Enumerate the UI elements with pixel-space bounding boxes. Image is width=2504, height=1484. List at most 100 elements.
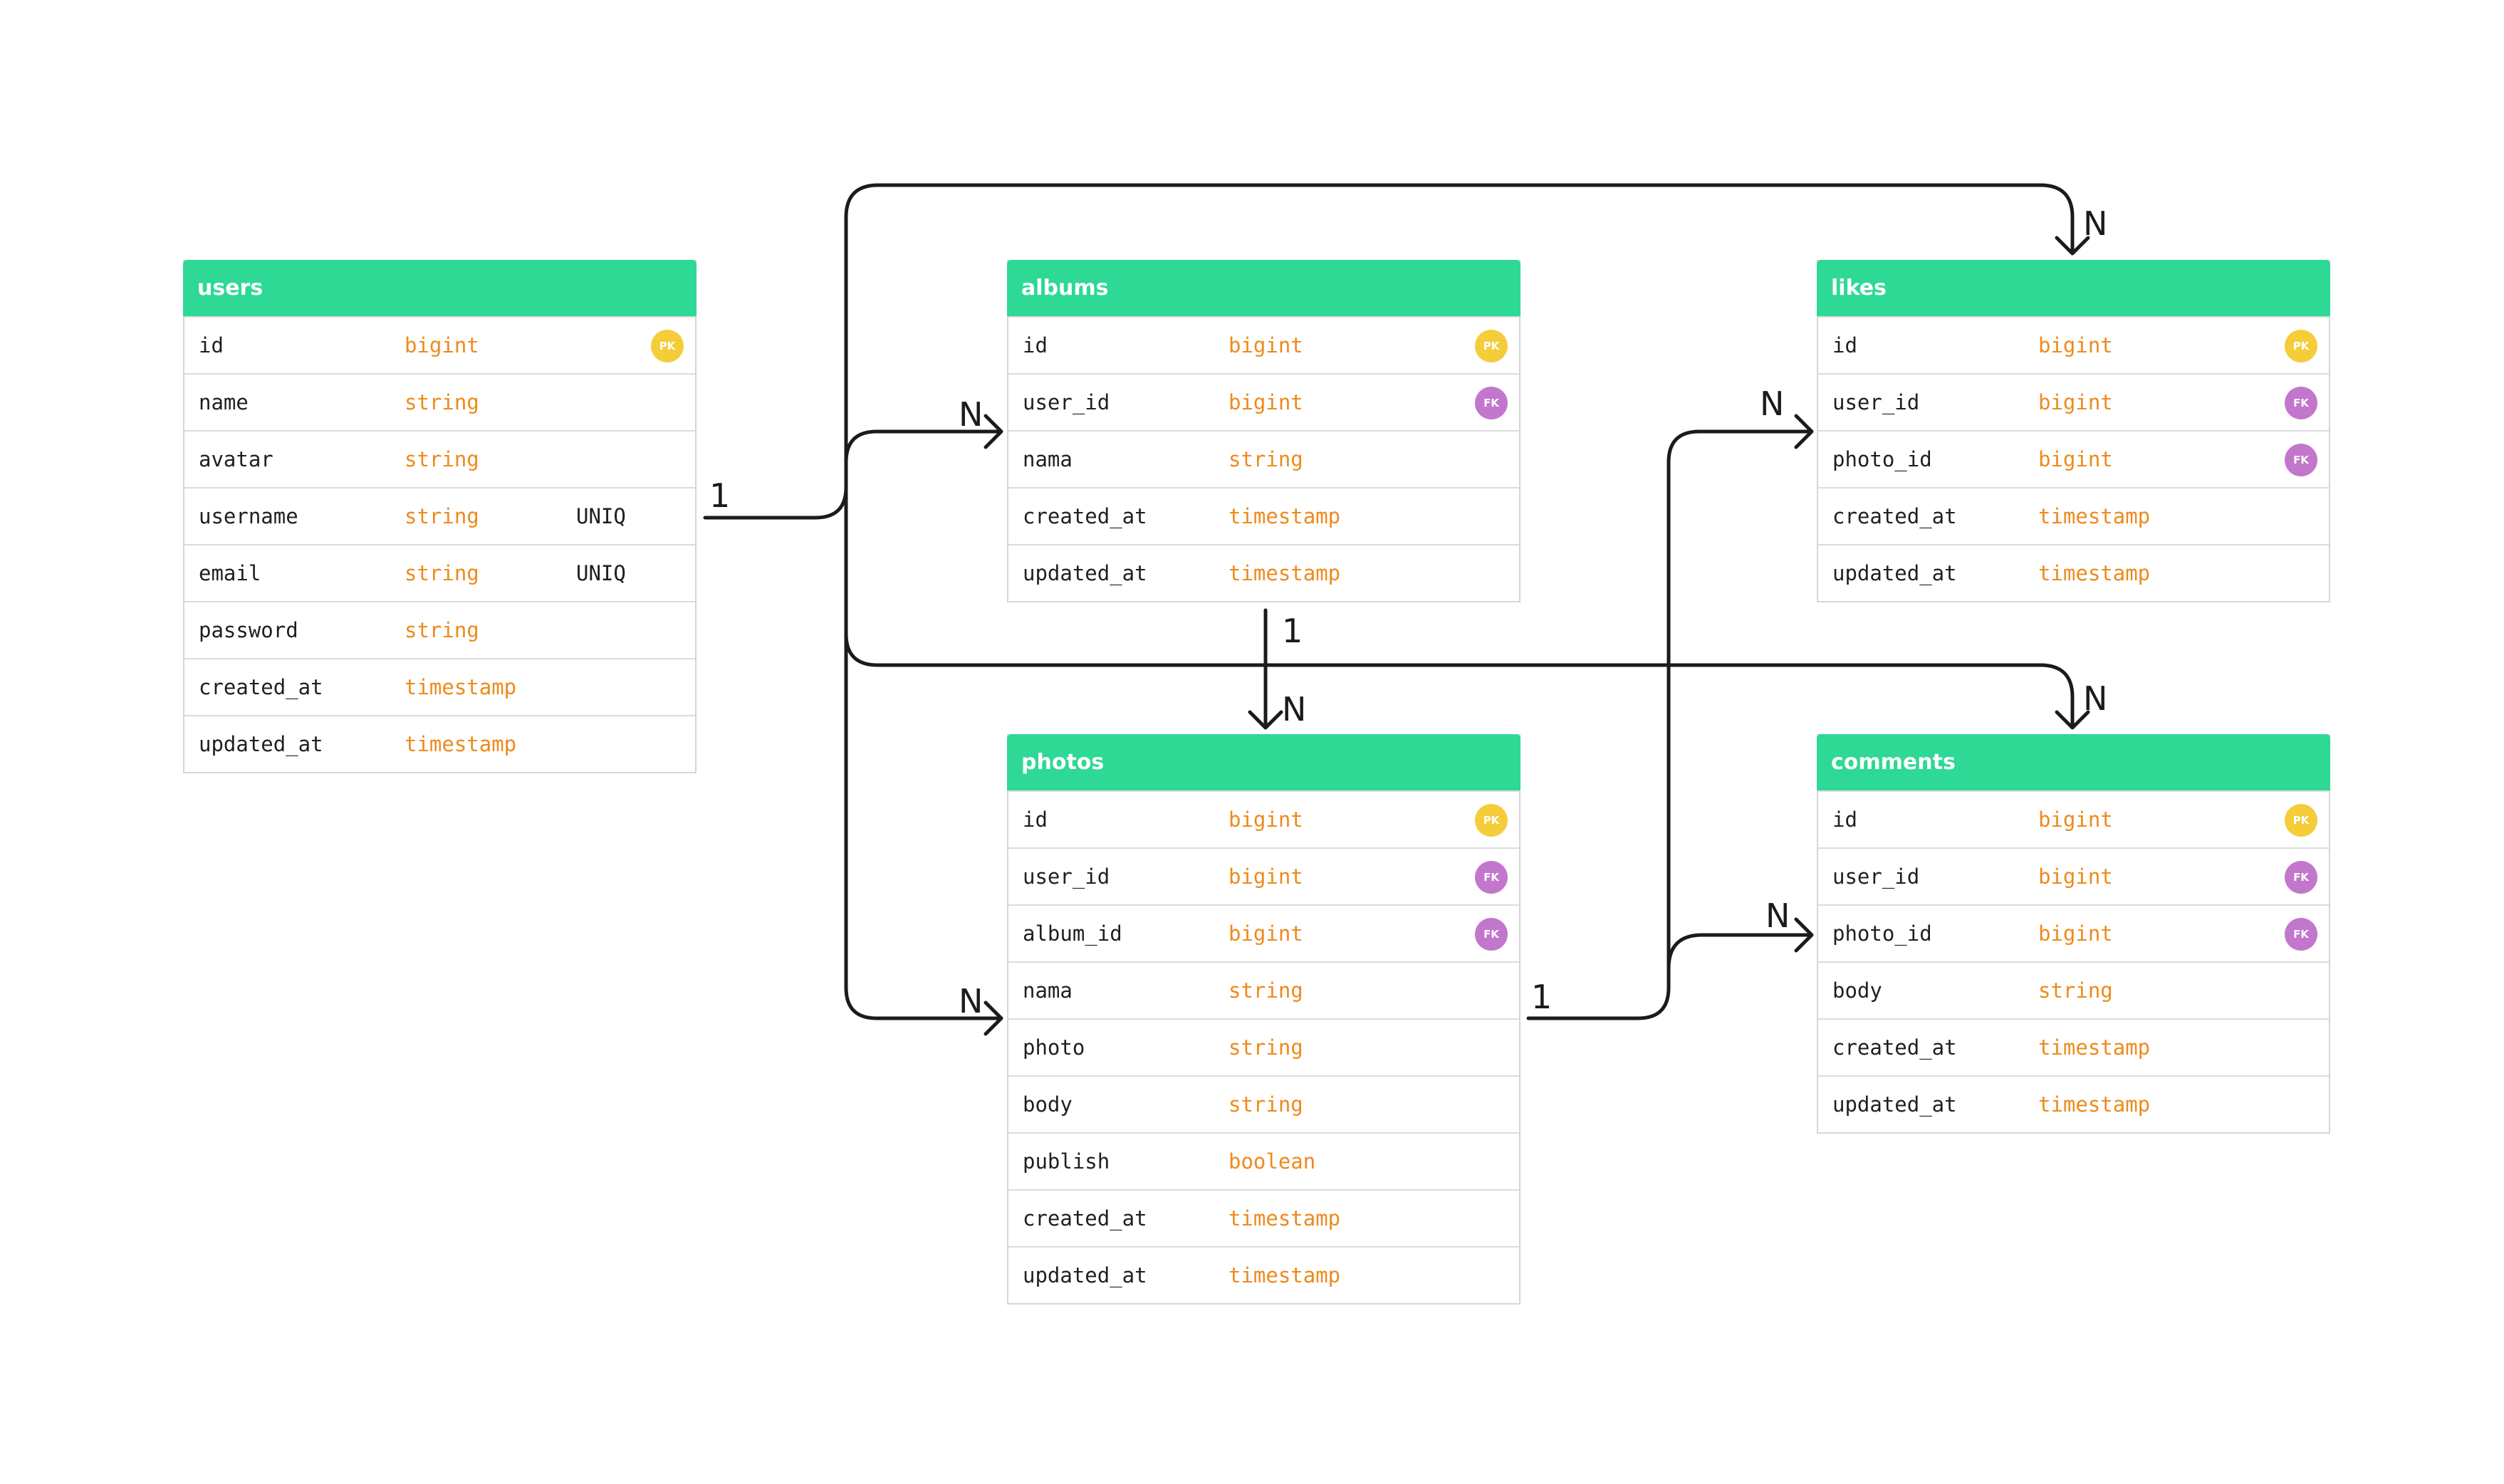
- connector-albums-photos[interactable]: [1248, 608, 1283, 730]
- field-type: timestamp: [2038, 561, 2151, 585]
- primary-key-badge: PK: [1475, 330, 1508, 362]
- field-row-album-id[interactable]: album_id bigint FK: [1008, 904, 1519, 961]
- field-type: string: [1228, 1092, 1303, 1117]
- field-name: nama: [1023, 447, 1073, 471]
- field-row-updated-at[interactable]: updated_at timestamp: [184, 715, 695, 772]
- field-type: string: [405, 447, 479, 471]
- field-type: string: [405, 504, 479, 528]
- field-name: updated_at: [1832, 1092, 1957, 1117]
- field-name: user_id: [1832, 864, 1920, 889]
- field-type: string: [405, 390, 479, 414]
- field-name: album_id: [1023, 921, 1122, 946]
- connector-users-albums[interactable]: [844, 414, 1003, 489]
- field-name: id: [1023, 808, 1048, 832]
- table-header-comments[interactable]: comments: [1817, 734, 2330, 790]
- foreign-key-badge: FK: [2285, 861, 2317, 894]
- field-type: timestamp: [405, 732, 517, 756]
- field-type: bigint: [2038, 864, 2113, 889]
- field-type: bigint: [1228, 921, 1303, 946]
- field-name: updated_at: [1832, 561, 1957, 585]
- table-header-photos[interactable]: photos: [1007, 734, 1520, 790]
- foreign-key-badge: FK: [2285, 444, 2317, 476]
- field-type: timestamp: [1228, 561, 1341, 585]
- connector-photos-comments[interactable]: [1666, 917, 1814, 971]
- connector-photos-likes[interactable]: [1526, 414, 1814, 1020]
- foreign-key-badge: FK: [2285, 387, 2317, 419]
- field-type: bigint: [2038, 390, 2113, 414]
- field-name: updated_at: [199, 732, 323, 756]
- field-type: string: [405, 561, 479, 585]
- table-header-likes[interactable]: likes: [1817, 260, 2330, 316]
- cardinality-photos-n-from-albums: N: [1282, 690, 1306, 728]
- primary-key-badge: PK: [2285, 330, 2317, 362]
- field-name: nama: [1023, 978, 1073, 1003]
- field-type: timestamp: [405, 675, 517, 699]
- field-row-updated-at[interactable]: updated_at timestamp: [1008, 1246, 1519, 1303]
- field-name: created_at: [1832, 1035, 1957, 1060]
- field-name: photo_id: [1832, 921, 1932, 946]
- field-type: bigint: [1228, 390, 1303, 414]
- field-type: boolean: [1228, 1149, 1316, 1174]
- cardinality-photos-one: 1: [1531, 978, 1552, 1016]
- cardinality-albums-n: N: [959, 395, 983, 434]
- field-name: id: [199, 333, 224, 357]
- field-name: publish: [1023, 1149, 1110, 1174]
- field-row-publish[interactable]: publish boolean: [1008, 1132, 1519, 1189]
- connector-users-likes[interactable]: [844, 183, 2090, 489]
- field-row-user-id[interactable]: user_id bigint FK: [1818, 847, 2329, 904]
- cardinality-comments-n-from-photos: N: [1765, 897, 1790, 935]
- field-name: id: [1832, 808, 1857, 832]
- foreign-key-badge: FK: [1475, 861, 1508, 894]
- connector-users-comments[interactable]: [844, 600, 2090, 730]
- field-type: string: [1228, 1035, 1303, 1060]
- connector-users-photos[interactable]: [984, 1000, 1003, 1036]
- field-type: bigint: [1228, 864, 1303, 889]
- field-name: email: [199, 561, 261, 585]
- field-type: timestamp: [1228, 1263, 1341, 1287]
- field-name: updated_at: [1023, 1263, 1147, 1287]
- field-name: username: [199, 504, 298, 528]
- table-header-users[interactable]: users: [183, 260, 697, 316]
- field-type: timestamp: [2038, 504, 2151, 528]
- field-name: name: [199, 390, 249, 414]
- field-type: bigint: [2038, 447, 2113, 471]
- field-type: timestamp: [1228, 1206, 1341, 1230]
- field-type: bigint: [2038, 921, 2113, 946]
- table-header-albums[interactable]: albums: [1007, 260, 1520, 316]
- primary-key-badge: PK: [1475, 804, 1508, 837]
- field-row-updated-at[interactable]: updated_at timestamp: [1818, 544, 2329, 601]
- foreign-key-badge: FK: [1475, 918, 1508, 951]
- field-row-name[interactable]: name string: [184, 373, 695, 430]
